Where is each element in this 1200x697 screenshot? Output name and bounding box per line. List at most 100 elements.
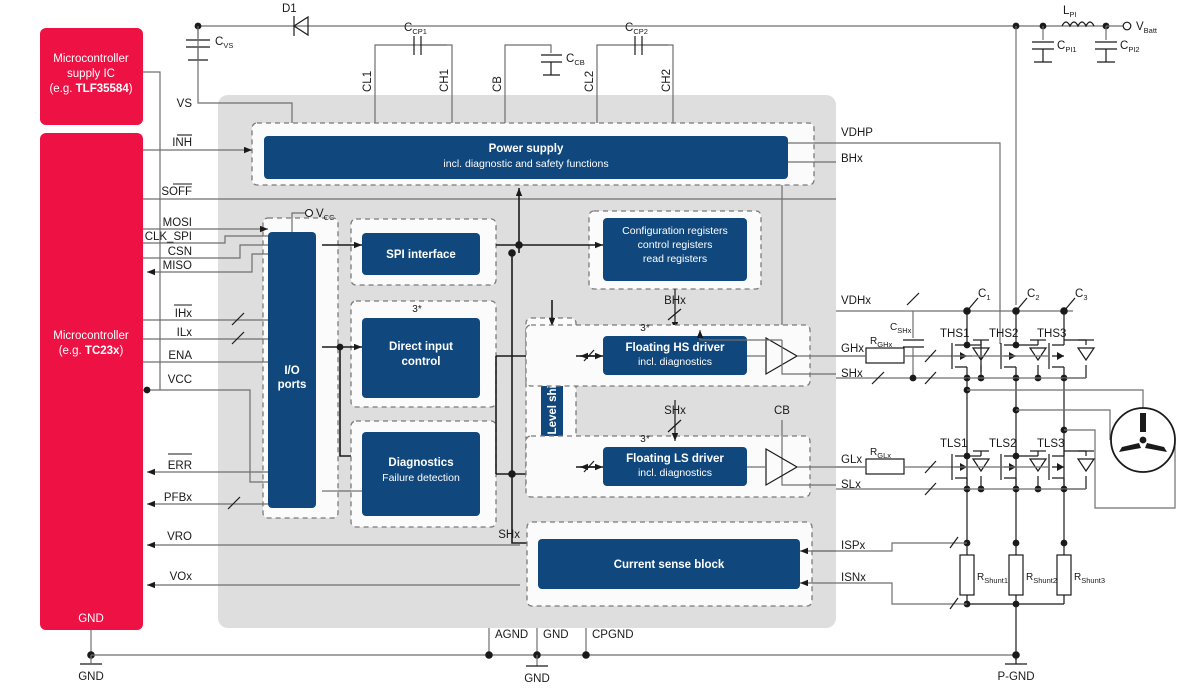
diag-line1: Diagnostics	[388, 457, 453, 469]
motor-winding-3	[1145, 443, 1167, 452]
mosfet-ths3-label: THS3	[1037, 328, 1066, 340]
bus-slash	[667, 419, 682, 433]
motor-center-node	[1139, 436, 1147, 444]
diode-ths2	[1028, 347, 1048, 362]
terminal-vbatt	[1122, 21, 1132, 31]
ground-label-right: P-GND	[997, 671, 1034, 683]
hs-line1: Floating HS driver	[625, 342, 725, 354]
pin-label-vox: VOx	[170, 571, 193, 583]
ch2-label: CH2	[661, 69, 673, 92]
diode-ths3	[1076, 347, 1096, 362]
block-direct-input-control[interactable]	[362, 318, 480, 398]
cb-label: CB	[492, 76, 504, 92]
cap-cshx-symbol	[903, 339, 924, 348]
wire-miso	[147, 253, 268, 276]
lpi-label: LPI	[1063, 5, 1077, 19]
ground-label-center: GND	[524, 673, 550, 685]
dic-line1: Direct input	[389, 341, 453, 353]
bus-slash	[924, 460, 937, 474]
block-floating-hs-driver[interactable]	[603, 336, 747, 375]
ls-line1: Floating LS driver	[626, 453, 724, 465]
wire-ch2	[641, 44, 674, 136]
block-supply-ic[interactable]	[40, 28, 143, 125]
rshunt2-label: RShunt2	[1026, 572, 1057, 585]
diode-tls1	[971, 458, 991, 473]
mosfet-tls1-label: TLS1	[940, 438, 968, 450]
ccp2-label: CCP2	[625, 22, 648, 36]
motor-winding-2	[1119, 443, 1141, 452]
cshx-label: CSHx	[890, 322, 912, 335]
supply-ic-line3: (e.g. TLF35584)	[49, 83, 132, 95]
wire-csn	[143, 244, 268, 259]
junction-dot	[909, 374, 917, 382]
mosfet-tls3-arrow	[1057, 463, 1064, 471]
pin-label-bhx: BHx	[841, 153, 863, 165]
diode-tls2	[1028, 458, 1048, 473]
block-config-registers[interactable]	[603, 218, 747, 281]
rglx-label: RGLx	[870, 447, 891, 460]
bus-marker-3: 3*	[640, 323, 650, 334]
bus-slash	[906, 292, 920, 306]
mcu-line2: (e.g. TC23x)	[59, 345, 124, 357]
ccb-label: CCB	[566, 53, 585, 67]
block-microcontroller[interactable]	[40, 133, 143, 630]
block-io-ports[interactable]	[268, 232, 316, 508]
block-floating-ls-driver[interactable]	[603, 447, 747, 486]
node-c1-label: C1	[978, 288, 990, 302]
terminal-vcc	[304, 208, 314, 218]
pin-label-ihx: IHx	[175, 308, 193, 320]
resistor-rglx	[865, 458, 905, 475]
supply-ic-line2: supply IC	[67, 68, 115, 80]
wire-vs-to-powersupply	[197, 26, 293, 136]
wire-c3-lead	[1063, 297, 1076, 312]
wire-c1-lead	[966, 297, 979, 312]
pin-label-soff: SOFF	[161, 186, 192, 198]
mosfet-ths2-label: THS2	[989, 328, 1018, 340]
motor-winding-1	[1140, 413, 1146, 432]
wire-cb-to-slx	[781, 420, 836, 486]
wire-c2-lead	[1015, 297, 1028, 312]
pin-label-inh: INH	[172, 137, 192, 149]
pin-label-vdhp: VDHP	[841, 127, 873, 139]
bus-slash	[231, 331, 245, 345]
node-c2-label: C2	[1027, 288, 1039, 302]
group-power-supply-outline	[251, 122, 815, 186]
block-diagnostics[interactable]	[362, 432, 480, 516]
pin-label-vro: VRO	[167, 531, 192, 543]
junction-dot	[143, 386, 151, 394]
diode-tls3	[1076, 458, 1096, 473]
block-power-supply[interactable]	[264, 136, 788, 179]
bus-marker-3: 3*	[412, 304, 422, 315]
mosfet-ths1-label: THS1	[940, 328, 969, 340]
internal-label-shx: SHx	[664, 405, 686, 417]
bus-slash	[667, 308, 682, 321]
pin-label-isnx: ISNx	[841, 572, 866, 584]
ground-label-left: GND	[78, 671, 104, 683]
block-current-sense[interactable]	[538, 539, 800, 589]
wire-phase2-motor	[1016, 409, 1111, 440]
pin-label-vs: VS	[177, 98, 193, 110]
supply-ic-line1: Microcontroller	[53, 53, 129, 65]
pin-label-ispx: ISPx	[841, 540, 866, 552]
pin-label-vcc: VCC	[168, 374, 192, 386]
cvs-label: CVS	[215, 36, 233, 50]
io-ports-line2: ports	[278, 379, 307, 391]
bus-slash	[924, 371, 937, 385]
pin-label-shx: SHx	[841, 368, 863, 380]
bus-slash	[231, 312, 245, 326]
wire-clkspi	[143, 235, 268, 244]
cap-cpi1-symbol	[1032, 41, 1054, 63]
cl2-label: CL2	[584, 71, 596, 92]
wire-cb	[504, 44, 552, 136]
group-io-outline	[262, 217, 339, 519]
junction-dot	[1012, 600, 1020, 608]
junction-dot	[485, 651, 493, 659]
wire-ch1	[420, 44, 453, 136]
wire-phase3-motor	[1064, 429, 1176, 509]
junction-dot	[515, 241, 523, 249]
block-spi-interface[interactable]	[362, 233, 480, 275]
wire-vcc	[143, 389, 268, 483]
inductor-lpi-symbol	[1061, 21, 1095, 28]
group-dic-outline	[350, 300, 497, 408]
